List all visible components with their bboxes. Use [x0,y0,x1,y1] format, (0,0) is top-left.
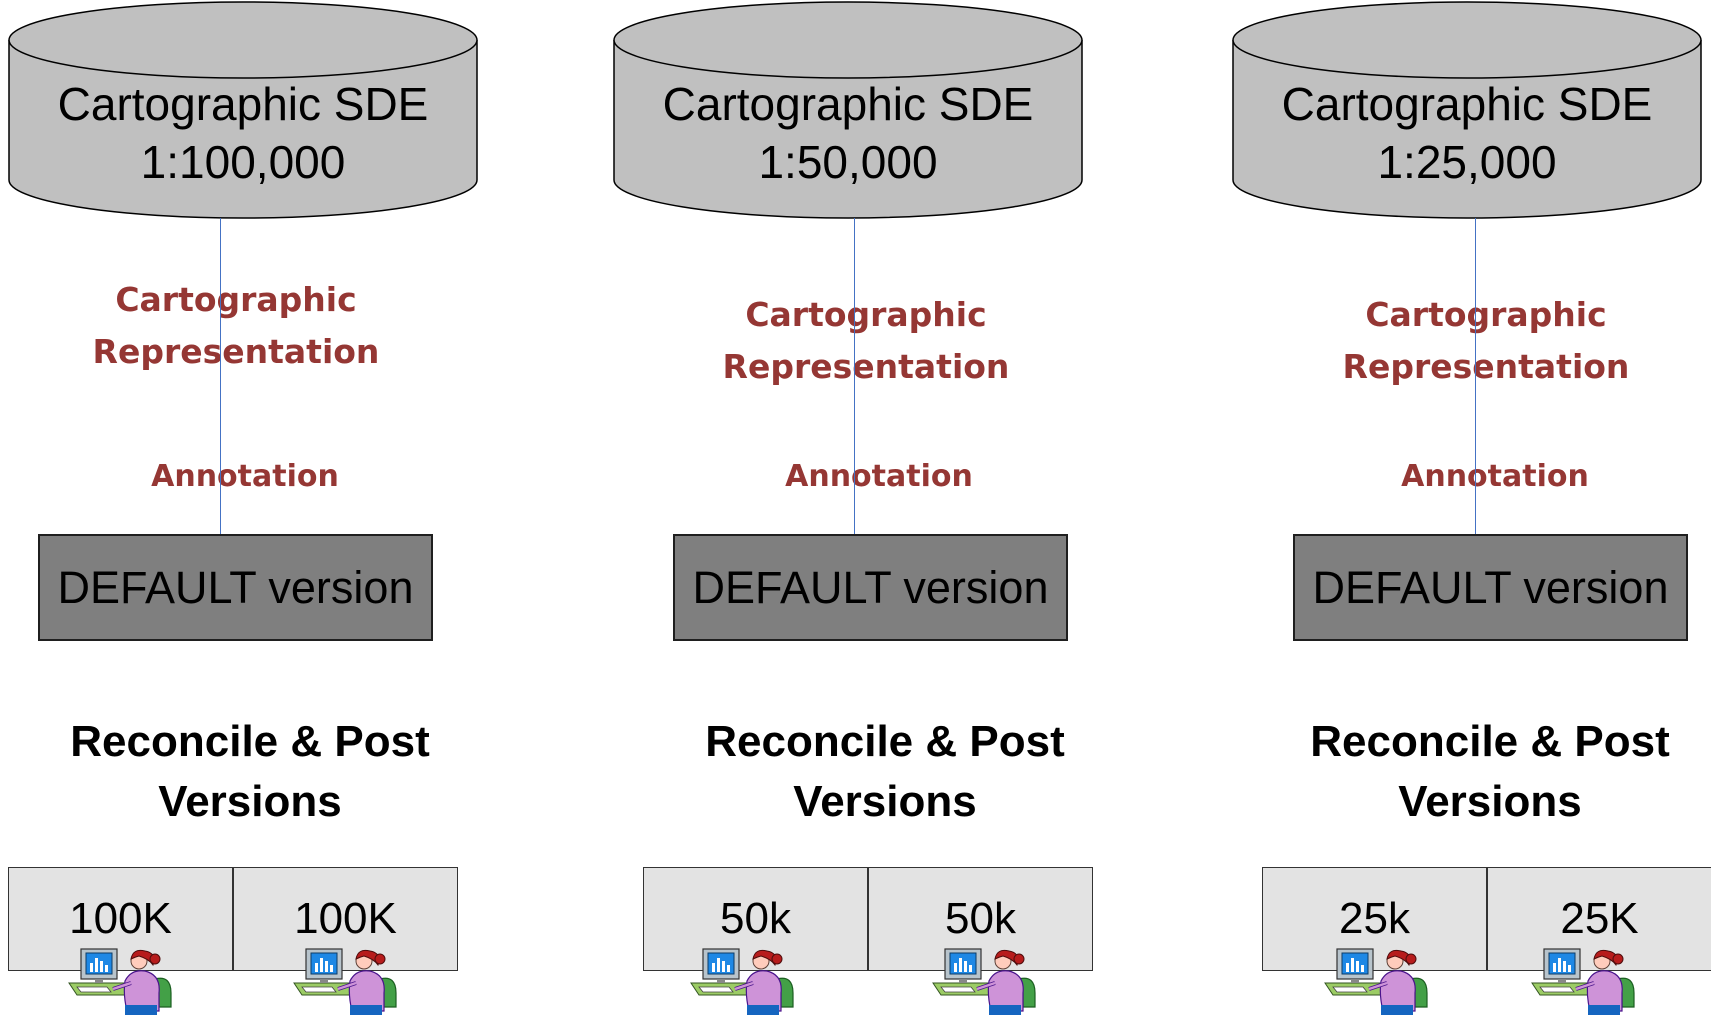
database-title: Cartographic SDE [1281,78,1653,130]
reconcile-line-2: Versions [793,777,977,826]
reconcile-line-2: Versions [1398,777,1582,826]
annotation-label: Annotation [785,459,973,494]
database-label: Cartographic SDE 1:25,000 [1232,75,1702,191]
version-label: 50k [945,894,1016,943]
version-box[interactable]: 25K [1487,867,1711,1015]
annotation-label: Annotation [1401,459,1589,494]
user-at-computer-icon [292,945,412,1015]
user-at-computer-icon [1530,945,1650,1015]
version-box[interactable]: 100K [8,867,233,1015]
user-at-computer-icon [689,945,809,1015]
version-box[interactable]: 50k [643,867,868,1015]
version-label: 100K [294,894,397,943]
annotation-label: Annotation [151,459,339,494]
representation-line-2: Representation [1342,347,1630,386]
representation-line-2: Representation [722,347,1010,386]
column-50k: Cartographic SDE 1:50,000 Cartographic R… [600,0,1120,1015]
database-cylinder-icon [1232,1,1702,219]
representation-line-1: Cartographic [745,295,987,334]
representation-line-1: Cartographic [115,280,357,319]
column-100k: Cartographic SDE 1:100,000 Cartographic … [0,0,520,1015]
version-label: 25K [1560,894,1639,943]
reconcile-line-1: Reconcile & Post [705,717,1065,766]
version-box[interactable]: 25k [1262,867,1487,1015]
reconcile-post-label: Reconcile & Post Versions [1270,712,1710,832]
column-25k: Cartographic SDE 1:25,000 Cartographic R… [1220,0,1711,1015]
version-label: 25k [1339,894,1410,943]
database-label: Cartographic SDE 1:50,000 [613,75,1083,191]
database-label: Cartographic SDE 1:100,000 [8,75,478,191]
version-label: 50k [720,894,791,943]
database-scale: 1:100,000 [140,136,346,188]
reconcile-post-label: Reconcile & Post Versions [30,712,470,832]
default-version-box[interactable]: DEFAULT version [1293,534,1688,641]
default-version-box[interactable]: DEFAULT version [38,534,433,641]
database-title: Cartographic SDE [57,78,429,130]
reconcile-post-label: Reconcile & Post Versions [665,712,1105,832]
representation-label: Cartographic Representation [46,274,426,378]
representation-label: Cartographic Representation [666,289,1066,393]
reconcile-line-1: Reconcile & Post [70,717,430,766]
database-title: Cartographic SDE [662,78,1034,130]
connector-line [854,218,855,535]
representation-line-2: Representation [92,332,380,371]
database-cylinder: Cartographic SDE 1:25,000 [1232,0,1702,220]
database-cylinder: Cartographic SDE 1:100,000 [8,0,478,220]
user-at-computer-icon [67,945,187,1015]
user-at-computer-icon [1323,945,1443,1015]
database-scale: 1:50,000 [758,136,938,188]
database-cylinder-icon [613,1,1083,219]
representation-line-1: Cartographic [1365,295,1607,334]
version-box[interactable]: 50k [868,867,1093,1015]
reconcile-line-2: Versions [158,777,342,826]
database-scale: 1:25,000 [1377,136,1557,188]
database-cylinder-icon [8,1,478,219]
default-version-box[interactable]: DEFAULT version [673,534,1068,641]
version-box[interactable]: 100K [233,867,458,1015]
version-label: 100K [69,894,172,943]
user-at-computer-icon [931,945,1051,1015]
representation-label: Cartographic Representation [1286,289,1686,393]
reconcile-line-1: Reconcile & Post [1310,717,1670,766]
database-cylinder: Cartographic SDE 1:50,000 [613,0,1083,220]
connector-line [220,218,221,535]
connector-line [1475,218,1476,535]
